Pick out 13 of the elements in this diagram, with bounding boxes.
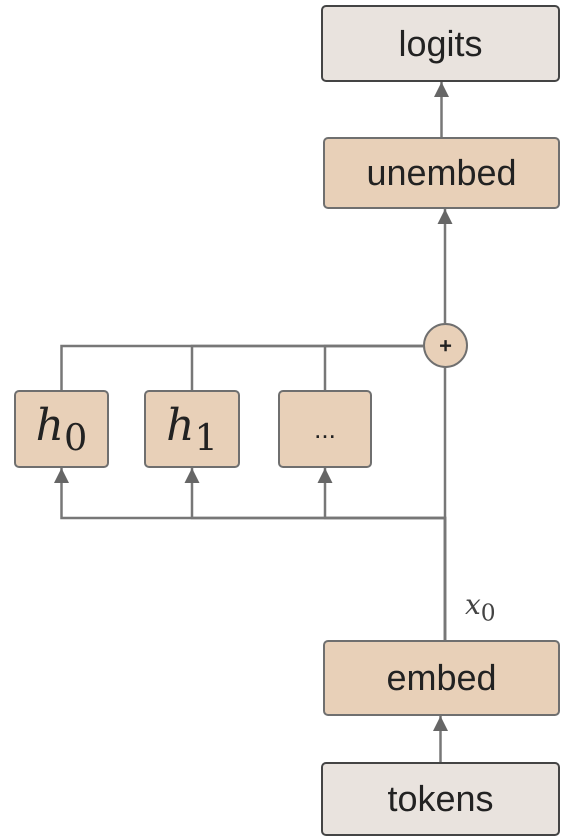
connector — [324, 344, 423, 390]
connector — [318, 468, 446, 640]
sum-circle: + — [423, 323, 468, 368]
process-box: embed — [323, 640, 560, 716]
layer-box: h$_{0}$ — [14, 390, 109, 468]
connector — [434, 82, 449, 137]
process-box: unembed — [323, 137, 560, 209]
connector — [438, 209, 452, 323]
output-box: logits — [321, 5, 560, 82]
layer-box: ... — [278, 390, 372, 468]
layer-box: h$_{1}$ — [144, 390, 240, 468]
input-box: tokens — [321, 762, 560, 836]
connector — [433, 716, 448, 762]
